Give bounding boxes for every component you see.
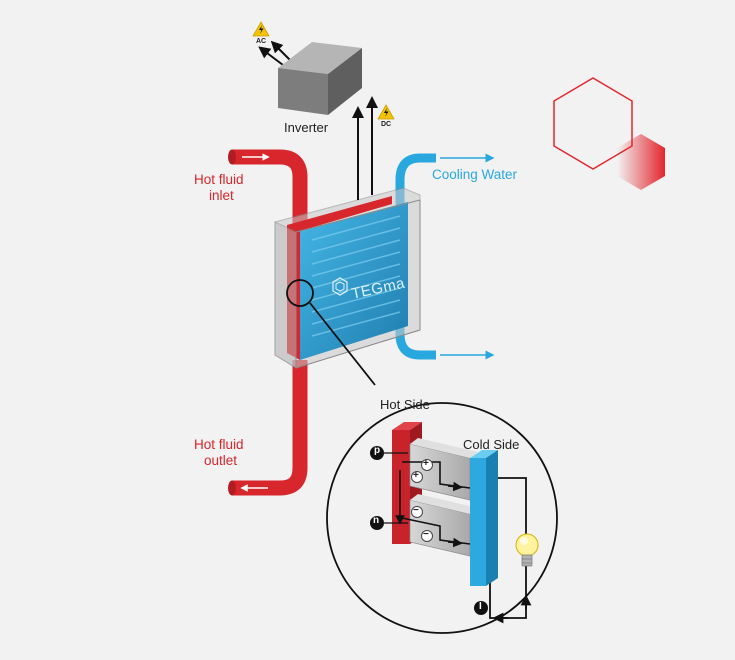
- i-marker-label: I: [479, 601, 482, 612]
- zoom-connector: [309, 302, 376, 386]
- plus-sign-2: +: [413, 470, 419, 481]
- hot-fluid-inlet-line2: inlet: [209, 187, 234, 203]
- plus-sign-1: +: [423, 458, 429, 469]
- hexagon-logo-icon: [553, 77, 665, 190]
- ac-label: AC: [256, 38, 267, 45]
- hot-side-label: Hot Side: [380, 397, 430, 412]
- ac-wires: [258, 40, 291, 66]
- high-voltage-warning-icon: [377, 104, 395, 120]
- cooling-water-label: Cooling Water: [432, 167, 518, 182]
- high-voltage-warning-icon: [252, 21, 270, 37]
- cooling-water-inlet-pipe: [395, 153, 495, 205]
- cold-side-label: Cold Side: [463, 437, 520, 452]
- magnified-view: [326, 402, 558, 634]
- hot-fluid-outlet-line2: outlet: [204, 452, 238, 468]
- hot-fluid-outlet-pipe: [228, 360, 308, 496]
- minus-sign-2: −: [423, 529, 429, 540]
- hot-fluid-outlet-label: Hot fluid outlet: [194, 437, 244, 468]
- n-marker-label: n: [373, 515, 380, 526]
- hole-carrier-icon: [411, 459, 433, 483]
- minus-sign-1: −: [413, 505, 419, 516]
- light-bulb-icon: [515, 533, 539, 567]
- electron-carrier-icon: [411, 506, 433, 542]
- hot-fluid-inlet-label: Hot fluid inlet: [194, 172, 244, 203]
- zoom-marker: [286, 279, 314, 307]
- tegma-logo-icon: [332, 277, 348, 296]
- hot-fluid-inlet-line1: Hot fluid: [194, 172, 244, 187]
- dc-wires: [352, 96, 378, 200]
- hot-fluid-outlet-line1: Hot fluid: [194, 437, 244, 452]
- p-marker-label: p: [374, 445, 381, 456]
- teg-module: [274, 187, 421, 369]
- dc-label: DC: [381, 121, 392, 128]
- hot-fluid-inlet-pipe: [228, 149, 308, 225]
- inverter-box: [278, 42, 362, 115]
- inverter-label: Inverter: [284, 120, 329, 135]
